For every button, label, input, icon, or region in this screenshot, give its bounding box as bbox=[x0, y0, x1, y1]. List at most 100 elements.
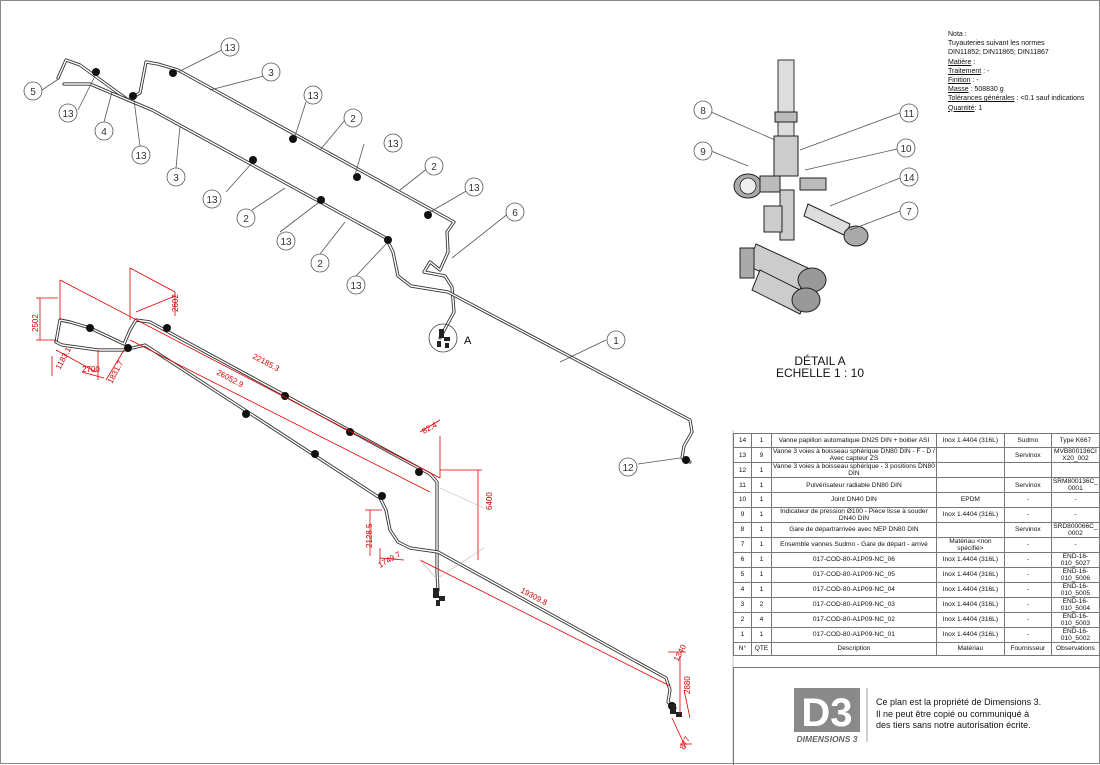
bom-cell-four: - bbox=[1003, 492, 1052, 508]
dim-label: 2880 bbox=[683, 676, 692, 694]
bom-cell-four: Fournisseur bbox=[1003, 641, 1052, 656]
bom-cell-qte: 1 bbox=[750, 551, 772, 568]
ownership-line: Ce plan est la propriété de Dimensions 3… bbox=[876, 697, 1042, 707]
balloon bbox=[505, 202, 525, 222]
balloon bbox=[202, 189, 222, 209]
bom-cell-mat: Matériau bbox=[935, 641, 1005, 656]
balloon-label: 2 bbox=[431, 162, 437, 173]
balloons-detail bbox=[693, 100, 919, 221]
balloon-label: 11 bbox=[904, 109, 915, 120]
bom-cell-obs: END-16-010_5004 bbox=[1050, 596, 1100, 613]
dim-label: 1831.7 bbox=[106, 359, 126, 385]
bom-cell-desc: 017-COD-80-A1P09-NC_02 bbox=[770, 611, 937, 628]
balloon bbox=[693, 141, 713, 161]
dimensions3-logo: D3 DIMENSIONS 3 bbox=[794, 688, 868, 744]
dim-label: 877 bbox=[678, 734, 692, 750]
dim-line bbox=[440, 469, 482, 560]
bom-cell-mat bbox=[935, 447, 1005, 464]
balloon bbox=[693, 100, 713, 120]
balloon bbox=[618, 457, 638, 477]
balloon-label: 3 bbox=[268, 68, 274, 79]
bom-cell-desc: Description bbox=[770, 641, 937, 656]
bom-cell-desc: 017-COD-80-A1P09-NC_06 bbox=[770, 551, 937, 568]
dim-line bbox=[419, 419, 441, 433]
dim-label: 2700 bbox=[82, 365, 100, 374]
clamp bbox=[774, 111, 798, 123]
balloon-label: 8 bbox=[700, 106, 706, 117]
detail-scale-label: ECHELLE 1 : 10 bbox=[775, 366, 865, 380]
logo-name: DIMENSIONS 3 bbox=[797, 734, 858, 744]
balloon bbox=[303, 85, 323, 105]
balloon-label: 7 bbox=[906, 207, 912, 218]
dim-line bbox=[668, 651, 691, 719]
bom-cell-desc: 017-COD-80-A1P09-NC_01 bbox=[770, 626, 937, 643]
bom-cell-mat: Inox 1.4404 (316L) bbox=[935, 626, 1005, 643]
bom-cell-no: 10 bbox=[733, 492, 752, 508]
bom-cell-desc: 017-COD-80-A1P09-NC_03 bbox=[770, 596, 937, 613]
bom-cell-obs: END-16-010_5005 bbox=[1050, 581, 1100, 598]
valve-icon bbox=[163, 324, 171, 332]
bom-cell-obs: END-16-010_5003 bbox=[1050, 611, 1100, 628]
balloon-label: 6 bbox=[512, 208, 518, 219]
balloon bbox=[464, 177, 484, 197]
balloon-label: 13 bbox=[280, 237, 292, 248]
bom-cell-desc: Ensemble vannes Sudmo - Gare de départ -… bbox=[770, 536, 937, 553]
bom-cell-obs: SRM800136C_ 0001 bbox=[1050, 477, 1100, 494]
valve-icon bbox=[378, 492, 386, 500]
bom-cell-desc: 017-COD-80-A1P09-NC_04 bbox=[770, 581, 937, 598]
bom-cell-qte: 2 bbox=[750, 596, 772, 613]
ownership-notice: Ce plan est la propriété de Dimensions 3… bbox=[876, 697, 1041, 732]
dim-line bbox=[419, 559, 671, 687]
notes-finition: Finition : - bbox=[948, 77, 979, 85]
balloon bbox=[310, 253, 330, 273]
dim-line bbox=[36, 297, 58, 341]
bom-cell-four: - bbox=[1003, 551, 1052, 568]
balloon-label: 13 bbox=[350, 281, 362, 292]
bom-cell-qte: 1 bbox=[750, 566, 772, 583]
detail-title-label: DÉTAIL A bbox=[794, 354, 846, 368]
dim-label: 1340 bbox=[672, 643, 689, 663]
balloon bbox=[343, 108, 363, 128]
detail-a-circle bbox=[428, 323, 458, 353]
bom-cell-obs: MVB800136CI X20_002 bbox=[1050, 447, 1100, 464]
title-block bbox=[733, 667, 1100, 765]
bom-cell-obs: Observations bbox=[1050, 641, 1100, 656]
notes-line: Tuyauteries suivant les normes bbox=[948, 40, 1045, 48]
bom-cell-mat: Inox 1.4404 (316L) bbox=[935, 611, 1005, 628]
valve-icon bbox=[124, 344, 132, 352]
balloon bbox=[131, 145, 151, 165]
dim-label: 2502 bbox=[31, 314, 40, 332]
balloon bbox=[261, 62, 281, 82]
bom-cell-no: 14 bbox=[733, 432, 752, 449]
bom-cell-desc: Indicateur de pression Ø100 - Pièce liss… bbox=[770, 506, 937, 523]
bom-cell-qte: 1 bbox=[750, 477, 772, 494]
balloon-label: 13 bbox=[468, 183, 480, 194]
bom-cell-no: 4 bbox=[733, 581, 752, 598]
valve-icon bbox=[169, 69, 177, 77]
dimension-lines bbox=[36, 267, 692, 749]
bom-cell-no: 5 bbox=[733, 566, 752, 583]
dimensioned-view: 2502 2602 22185.3 1183.1 2700 1831.7 260… bbox=[31, 267, 692, 751]
detail-a-marker: A bbox=[464, 335, 472, 347]
bom-cell-obs: END-16-010_5027 bbox=[1050, 551, 1100, 568]
balloons-top bbox=[23, 37, 638, 477]
bom-cell-mat: Matériau <non spécifié> bbox=[935, 536, 1005, 553]
valve-icon bbox=[129, 92, 137, 100]
dim-line bbox=[365, 509, 382, 556]
bom-cell-qte: 1 bbox=[750, 581, 772, 598]
balloon-label: 13 bbox=[224, 43, 236, 54]
valve-icon bbox=[682, 456, 690, 464]
valve-icon bbox=[289, 135, 297, 143]
balloon-label: 9 bbox=[700, 147, 706, 158]
detail-leaders bbox=[710, 111, 901, 231]
bom-cell-four: - bbox=[1003, 596, 1052, 613]
detail-a-small-assembly bbox=[437, 329, 450, 348]
valve-markers-top bbox=[92, 68, 690, 464]
dim-line bbox=[671, 717, 692, 749]
bom-cell-desc: Gare de départ/arrivée avec NEP DN80 DIN bbox=[770, 521, 937, 538]
